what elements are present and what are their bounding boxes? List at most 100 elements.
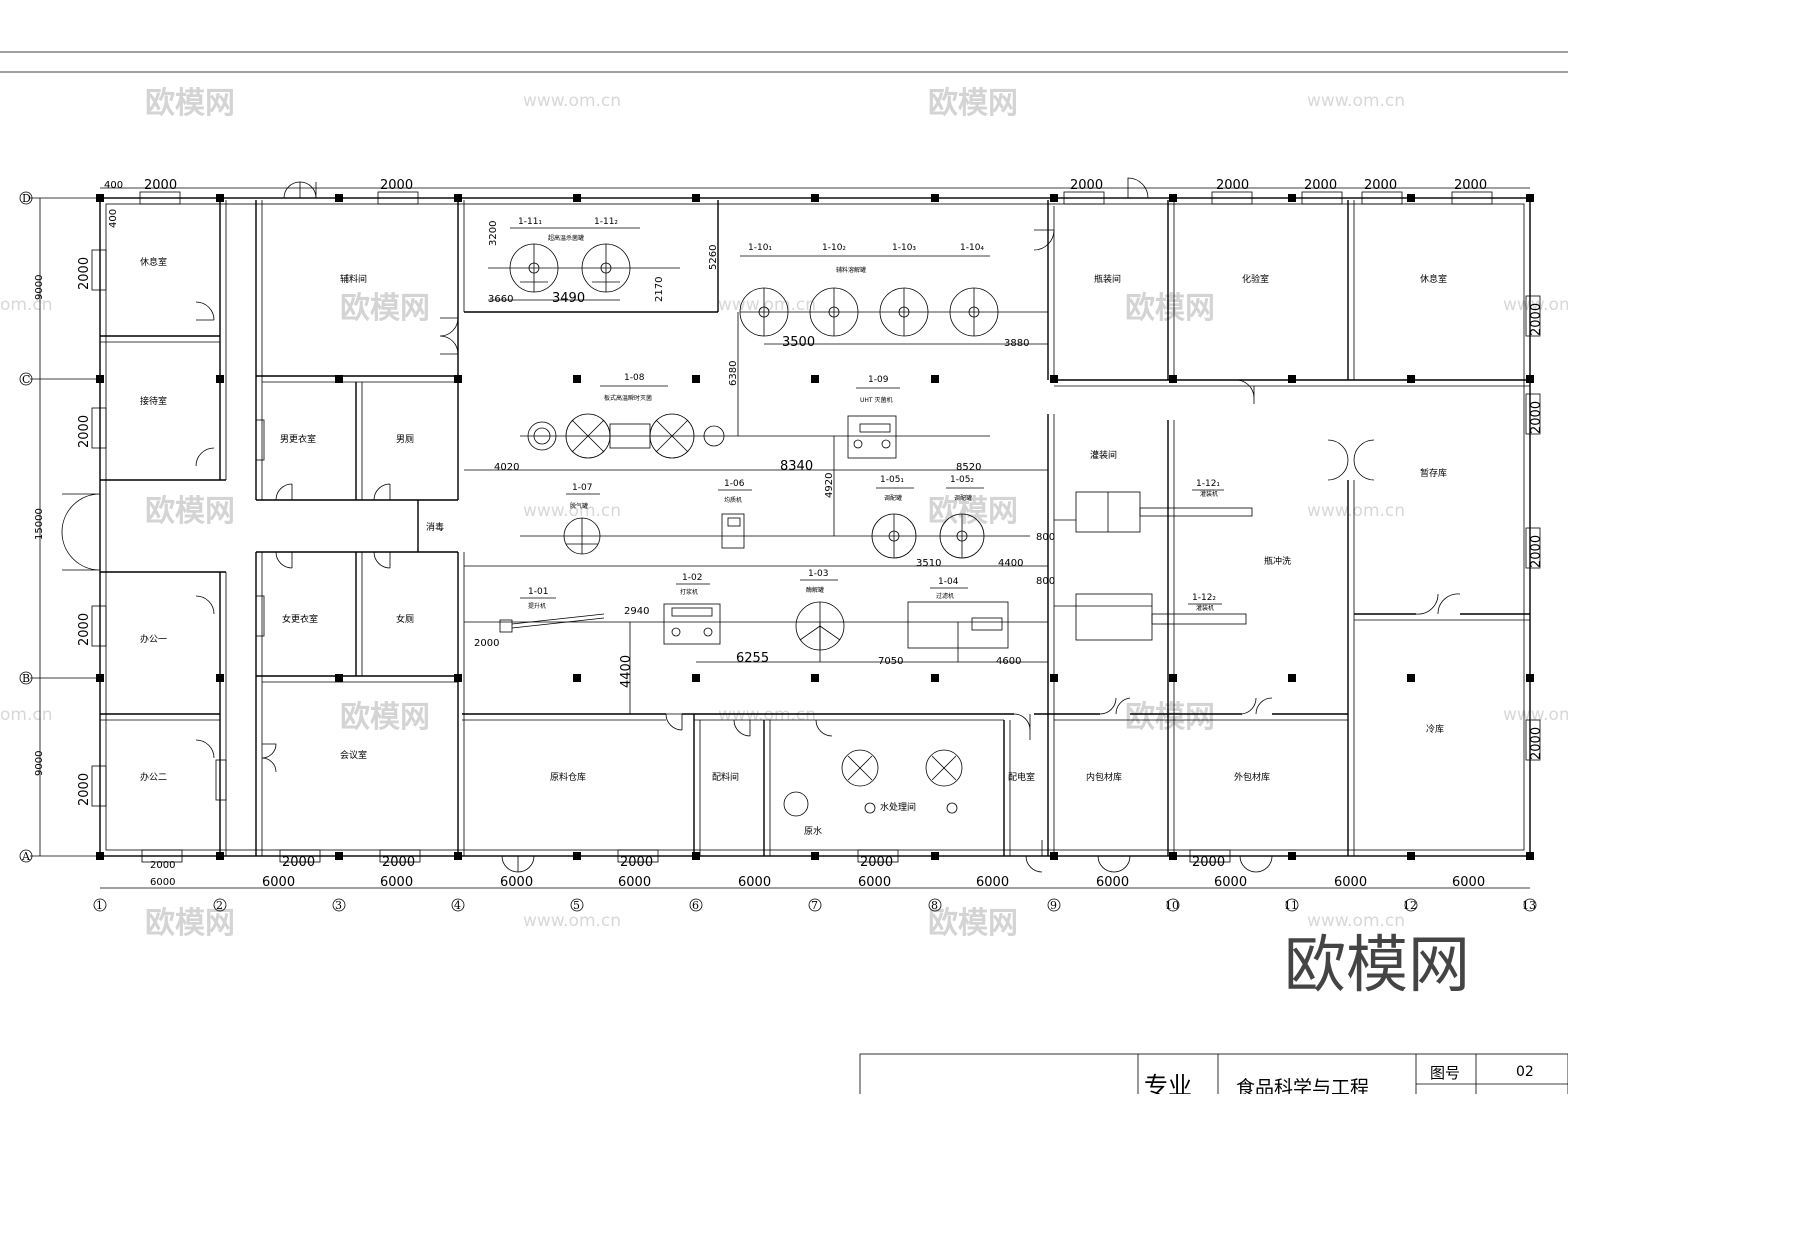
dim-left-window: 2000 bbox=[77, 415, 92, 448]
axis-5: 5 bbox=[573, 899, 580, 912]
room-holding: 暂存库 bbox=[1420, 467, 1447, 479]
desc-1-09: UHT 灭菌机 bbox=[860, 396, 892, 404]
room-mix: 配料间 bbox=[712, 771, 739, 783]
label-1-12-1: 1-12₁ bbox=[1196, 479, 1220, 489]
elevator-1-01 bbox=[499, 613, 605, 633]
label-1-10-3: 1-10₃ bbox=[892, 243, 916, 253]
desc-1-11: 超高温杀菌罐 bbox=[548, 234, 584, 242]
dim-bay: 6000 bbox=[150, 877, 175, 888]
external-dimensions: 400 2000 2000 2000 2000 2000 2000 2000 4… bbox=[34, 178, 1544, 890]
desc-1-04: 过滤机 bbox=[936, 592, 954, 600]
filter-1-04 bbox=[907, 601, 1009, 649]
label-1-12-2: 1-12₂ bbox=[1192, 593, 1216, 603]
drawing-number-value: 02 bbox=[1516, 1064, 1534, 1080]
dim-800-a: 800 bbox=[1036, 532, 1055, 543]
room-meeting: 会议室 bbox=[340, 749, 367, 761]
equipment-labels: 1-11₁ 1-11₂ 超高温杀菌罐 1-10₁ 1-10₂ 1-10₃ 1-1… bbox=[510, 217, 1224, 612]
dim-left-window: 2000 bbox=[77, 257, 92, 290]
watermark-brand: 欧模网 bbox=[145, 494, 235, 529]
dim-8520: 8520 bbox=[956, 462, 981, 473]
axis-2: 2 bbox=[216, 899, 223, 912]
watermark-url: www.om.cn bbox=[1503, 705, 1568, 725]
process-lines bbox=[464, 267, 1076, 714]
axis-1: 1 bbox=[96, 899, 103, 912]
room-reception: 接待室 bbox=[140, 395, 167, 407]
windows bbox=[91, 191, 1541, 863]
dim-3490: 3490 bbox=[552, 291, 585, 306]
axis-7: 7 bbox=[811, 899, 818, 912]
axis-4: 4 bbox=[454, 899, 461, 912]
desc-1-05: 调配罐 bbox=[884, 494, 902, 502]
room-raw-store: 原料仓库 bbox=[550, 771, 586, 783]
dim-right-window: 2000 bbox=[1529, 401, 1544, 434]
desc-1-12: 灌装机 bbox=[1200, 490, 1218, 498]
axis-6: 6 bbox=[692, 899, 699, 912]
axis-10: 10 bbox=[1165, 899, 1179, 912]
label-1-10-4: 1-10₄ bbox=[960, 243, 984, 253]
structural-columns bbox=[96, 194, 1534, 860]
interior-dimensions: 3660 3490 3200 2170 5260 3500 3880 6380 … bbox=[474, 221, 1055, 688]
dim-8340: 8340 bbox=[780, 459, 813, 474]
dim-left-window: 2000 bbox=[77, 613, 92, 646]
dim-bay: 6000 bbox=[976, 875, 1009, 890]
watermark-url: om.cn bbox=[0, 705, 53, 725]
dim-bottom-window: 2000 bbox=[282, 855, 315, 870]
watermark-url: www.om.cn bbox=[1307, 501, 1405, 521]
axis-11: 11 bbox=[1284, 899, 1298, 912]
dim-left-15000: 15000 bbox=[34, 508, 45, 540]
desc-1-06: 均质机 bbox=[724, 496, 742, 504]
tank-1-11-2 bbox=[581, 243, 631, 293]
uht-1-09 bbox=[847, 415, 897, 459]
dim-bay: 6000 bbox=[380, 875, 413, 890]
dim-3510: 3510 bbox=[916, 558, 941, 569]
desc-1-03: 酶解罐 bbox=[806, 586, 824, 594]
tank-1-10-1 bbox=[739, 287, 789, 337]
dim-bay: 6000 bbox=[618, 875, 651, 890]
label-1-01: 1-01 bbox=[528, 587, 548, 597]
room-sterile-fill: 瓶装间 bbox=[1094, 273, 1121, 285]
enzyme-tank-1-03 bbox=[795, 601, 845, 651]
dim-2000: 2000 bbox=[474, 638, 499, 649]
room-bottle-wash: 瓶冲洗 bbox=[1264, 555, 1291, 567]
room-office-2: 办公二 bbox=[140, 771, 167, 783]
dim-3880: 3880 bbox=[1004, 338, 1029, 349]
watermark-layer: 欧模网 www.om.cn 欧模网 www.om.cn om.cn 欧模网 ww… bbox=[0, 86, 1568, 941]
watermark-brand: 欧模网 bbox=[145, 906, 235, 941]
dim-6380: 6380 bbox=[728, 361, 739, 386]
axis-B: B bbox=[22, 672, 30, 685]
dim-top-window: 2000 bbox=[144, 178, 177, 193]
dim-bottom-window: 2000 bbox=[860, 855, 893, 870]
room-aux-material: 辅料间 bbox=[340, 273, 367, 285]
dim-800-b: 800 bbox=[1036, 576, 1055, 587]
axis-D: D bbox=[22, 192, 31, 205]
dim-bay: 6000 bbox=[1214, 875, 1247, 890]
label-1-02: 1-02 bbox=[682, 573, 702, 583]
major-value: 食品科学与工程 bbox=[1236, 1077, 1369, 1094]
label-1-03: 1-03 bbox=[808, 569, 828, 579]
tank-1-11-1 bbox=[509, 243, 559, 293]
filler-1-12-2 bbox=[1075, 593, 1247, 641]
desc-1-02: 打浆机 bbox=[680, 588, 698, 596]
watermark-logo: 欧模网 bbox=[1284, 928, 1470, 1001]
dim-bay: 6000 bbox=[1096, 875, 1129, 890]
dim-4400-b: 4400 bbox=[619, 655, 634, 688]
dim-6255: 6255 bbox=[736, 651, 769, 666]
room-water-treatment: 水处理间 bbox=[880, 801, 916, 813]
watermark-url: www.om.cn bbox=[1307, 911, 1405, 931]
watermark-brand: 欧模网 bbox=[1125, 291, 1215, 326]
watermark-url: www.om.cn bbox=[1503, 295, 1568, 315]
desc-1-07: 脱气罐 bbox=[570, 502, 588, 510]
dim-left-9000: 9000 bbox=[34, 275, 45, 300]
dim-bottom-window: 2000 bbox=[1192, 855, 1225, 870]
floor-plan-drawing: 欧模网 www.om.cn 欧模网 www.om.cn om.cn 欧模网 ww… bbox=[0, 51, 1568, 1094]
dim-bottom-window: 2000 bbox=[150, 860, 175, 871]
dim-bottom-window: 2000 bbox=[382, 855, 415, 870]
watermark-brand: 欧模网 bbox=[1125, 700, 1215, 735]
dim-top-window: 2000 bbox=[1364, 178, 1397, 193]
watermark-url: www.om.cn bbox=[1307, 91, 1405, 111]
label-1-05-2: 1-05₂ bbox=[950, 475, 974, 485]
dim-top-window: 2000 bbox=[1216, 178, 1249, 193]
interior-walls bbox=[100, 200, 1530, 856]
watermark-url: www.om.cn bbox=[718, 295, 816, 315]
major-label: 专业 bbox=[1144, 1072, 1192, 1094]
